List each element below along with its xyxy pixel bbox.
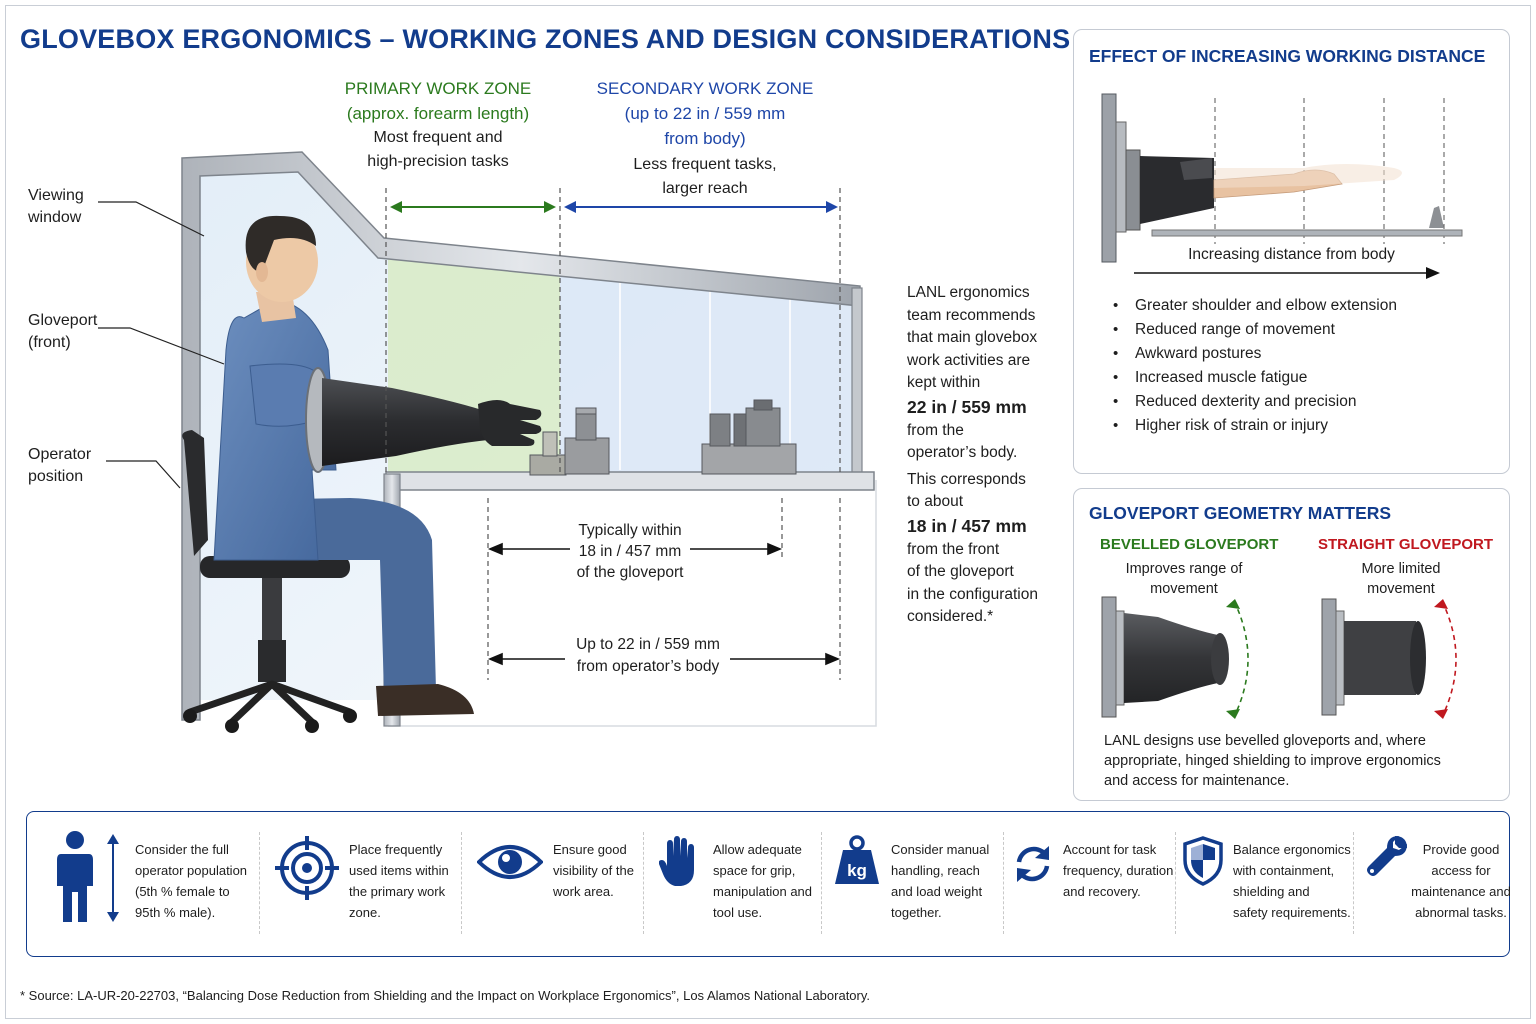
cycle-arrows-icon <box>1016 846 1050 882</box>
secondary-zone-tint <box>560 270 856 474</box>
straight-gloveport-title: STRAIGHT GLOVEPORT <box>1318 536 1494 553</box>
operator-figure <box>213 215 542 716</box>
lanl-recommendation: LANL ergonomics team recommends that mai… <box>907 282 1067 629</box>
eye-icon <box>477 845 543 879</box>
reach-illustration <box>1101 93 1463 263</box>
working-distance-heading: EFFECT OF INCREASING WORKING DISTANCE <box>1089 46 1486 66</box>
svg-text:kg: kg <box>847 861 867 880</box>
body-distance-label: Up to 22 in / 559 mm from operator’s bod… <box>576 636 720 675</box>
gloveport-comparison-illustration <box>1101 596 1457 719</box>
increasing-distance-arrow <box>1134 267 1440 279</box>
gloveport-front-label: Gloveport(front) <box>28 312 98 351</box>
gloved-hand <box>478 400 542 446</box>
hand-icon <box>659 836 694 886</box>
bevelled-gloveport-title: BEVELLED GLOVEPORT <box>1100 536 1279 553</box>
bevelled-gloveport-image <box>1101 596 1249 719</box>
effect-item: Awkward postures <box>1109 342 1397 366</box>
gloveport-design-note: LANL designs use bevelled gloveports and… <box>1104 733 1441 789</box>
primary-zone-arrow <box>390 201 556 213</box>
gloveport-distance-label: Typically within 18 in / 457 mm of the g… <box>576 522 684 581</box>
glovebox-diagram <box>98 151 877 733</box>
person-height-icon <box>57 831 119 922</box>
working-distance-panel: EFFECT OF INCREASING WORKING DISTANCE In… <box>1073 29 1510 474</box>
page-frame <box>5 5 1531 1019</box>
increasing-distance-label: Increasing distance from body <box>1188 246 1395 263</box>
wrench-icon <box>1367 836 1407 876</box>
recommended-distance-body: 22 in / 559 mm <box>907 396 1027 417</box>
gloveport-geometry-panel: GLOVEPORT GEOMETRY MATTERS BEVELLED GLOV… <box>1073 488 1510 801</box>
recommended-distance-gloveport: 18 in / 457 mm <box>907 515 1027 536</box>
shield-icon <box>1183 836 1223 886</box>
distance-effects-list: Greater shoulder and elbow extension Red… <box>1109 294 1397 438</box>
effect-item: Increased muscle fatigue <box>1109 366 1397 390</box>
operator-chair <box>182 430 357 733</box>
effect-item: Higher risk of strain or injury <box>1109 414 1397 438</box>
effect-item: Greater shoulder and elbow extension <box>1109 294 1397 318</box>
source-footnote: * Source: LA-UR-20-22703, “Balancing Dos… <box>20 988 871 1003</box>
target-icon <box>275 836 339 900</box>
work-objects <box>529 399 797 476</box>
primary-zone-text: PRIMARY WORK ZONE (approx. forearm lengt… <box>344 79 532 170</box>
effect-item: Reduced dexterity and precision <box>1109 390 1397 414</box>
glove-sleeve <box>322 378 488 466</box>
work-surface <box>385 471 875 491</box>
gloveport-geometry-heading: GLOVEPORT GEOMETRY MATTERS <box>1089 503 1392 523</box>
weight-kg-icon: kg <box>835 835 879 884</box>
straight-gloveport-image <box>1321 598 1457 719</box>
effect-item: Reduced range of movement <box>1109 318 1397 342</box>
secondary-zone-text: SECONDARY WORK ZONE (up to 22 in / 559 m… <box>596 79 814 197</box>
secondary-zone-arrow <box>564 201 838 213</box>
page-title: GLOVEBOX ERGONOMICS – WORKING ZONES AND … <box>20 24 1071 54</box>
